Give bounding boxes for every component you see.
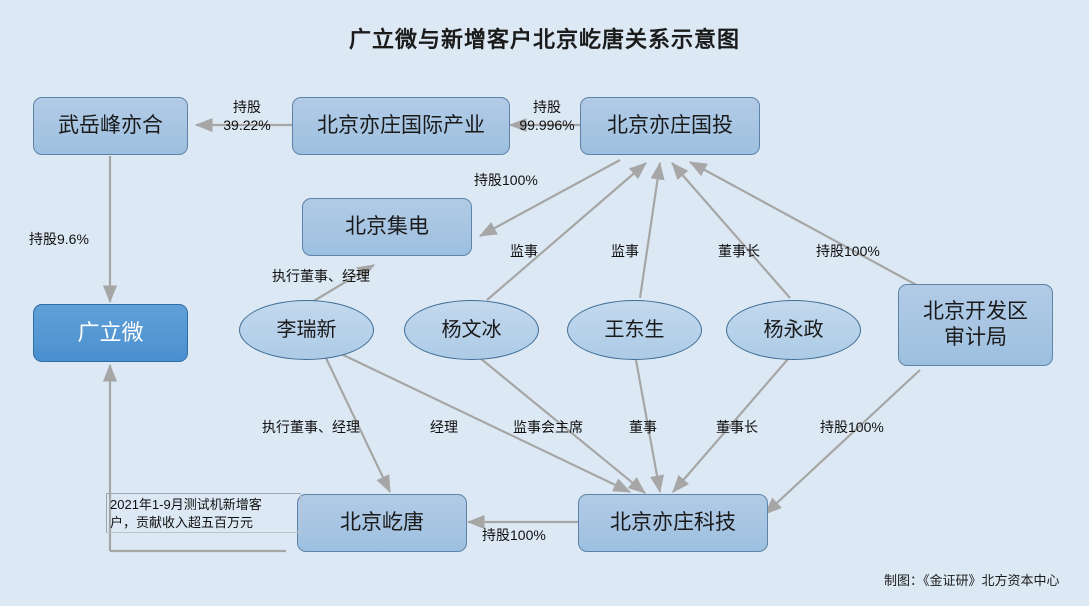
edge-label-zhixing-dongshi-jingli-bottom: 执行董事、经理 xyxy=(262,419,360,435)
annotation-note-line1: 2021年1-9月测试机新增客 xyxy=(110,497,262,512)
node-wang-dongsheng[interactable]: 王东生 xyxy=(567,300,702,360)
node-label: 李瑞新 xyxy=(276,318,337,341)
edge-label-line2: 99.996% xyxy=(519,116,575,133)
node-beijing-jidian[interactable]: 北京集电 xyxy=(302,198,472,256)
edge-label-chigu-100-guotou: 持股100% xyxy=(816,243,880,259)
edge-label-chigu-100-yitang: 持股100% xyxy=(482,527,546,543)
edge-liruixin-to-keji xyxy=(336,351,631,493)
edge-label-dongshizhang-top: 董事长 xyxy=(718,243,760,259)
node-label: 杨文冰 xyxy=(441,318,502,341)
edge-label-chigu-99996: 持股 99.996% xyxy=(512,99,582,134)
edge-label-chigu-100-jidian: 持股100% xyxy=(474,172,538,188)
node-yizhuang-guoji-chanye[interactable]: 北京亦庄国际产业 xyxy=(292,97,510,155)
node-label: 武岳峰亦合 xyxy=(58,114,163,138)
edge-label-line1: 持股 xyxy=(533,99,561,115)
edge-label-chigu-3922: 持股 39.22% xyxy=(212,99,282,134)
node-label-line2: 审计局 xyxy=(944,326,1007,349)
annotation-note: 2021年1-9月测试机新增客 户，贡献收入超五百万元 xyxy=(106,493,301,534)
edge-label-jianshihui-zhuxi: 监事会主席 xyxy=(513,419,583,435)
node-li-ruixin[interactable]: 李瑞新 xyxy=(239,300,374,360)
node-label: 杨永政 xyxy=(763,318,824,341)
node-label: 北京亦庄国际产业 xyxy=(317,114,485,138)
node-label: 北京屹唐 xyxy=(340,511,424,535)
node-beijing-yitang[interactable]: 北京屹唐 xyxy=(297,494,467,552)
node-kaifaqu-shenjiju[interactable]: 北京开发区 审计局 xyxy=(898,284,1053,366)
edge-label-line2: 39.22% xyxy=(223,116,271,133)
edge-label-chigu-96: 持股9.6% xyxy=(29,231,89,247)
node-label: 广立微 xyxy=(77,319,144,345)
edge-label-dongshi: 董事 xyxy=(629,419,657,435)
edge-label-line1: 持股 xyxy=(233,99,261,115)
node-yang-wenbing[interactable]: 杨文冰 xyxy=(404,300,539,360)
node-label-line1: 北京开发区 xyxy=(923,300,1028,324)
page-title: 广立微与新增客户北京屹唐关系示意图 xyxy=(348,27,740,52)
node-yizhuang-keji[interactable]: 北京亦庄科技 xyxy=(578,494,768,552)
edge-wangdongsheng-to-guotou xyxy=(638,161,665,299)
edge-label-chigu-100-keji: 持股100% xyxy=(820,419,884,435)
node-yizhuang-guotou[interactable]: 北京亦庄国投 xyxy=(580,97,760,155)
node-guangliwei[interactable]: 广立微 xyxy=(33,304,188,362)
annotation-note-line2: 户，贡献收入超五百万元 xyxy=(110,514,254,530)
edge-label-zhixing-dongshi-jingli-top: 执行董事、经理 xyxy=(272,268,370,284)
edge-yangyongzheng-to-guotou xyxy=(671,162,791,299)
node-label: 北京集电 xyxy=(345,215,429,239)
node-wuyuefeng[interactable]: 武岳峰亦合 xyxy=(33,97,188,155)
edge-shenjiju-to-guotou xyxy=(689,161,923,289)
edge-label-jianshi-2: 监事 xyxy=(611,243,639,259)
node-yang-yongzheng[interactable]: 杨永政 xyxy=(726,300,861,360)
edge-label-jingli: 经理 xyxy=(430,419,458,435)
credit-text: 制图：《金证研》北方资本中心 xyxy=(884,573,1060,588)
edge-shenjiju-to-keji xyxy=(764,369,921,515)
edge-label-jianshi-1: 监事 xyxy=(510,243,538,259)
node-label: 王东生 xyxy=(604,318,665,341)
node-label: 北京亦庄国投 xyxy=(607,114,733,138)
node-label: 北京亦庄科技 xyxy=(610,511,736,535)
edge-label-dongshizhang-bottom: 董事长 xyxy=(716,419,758,435)
